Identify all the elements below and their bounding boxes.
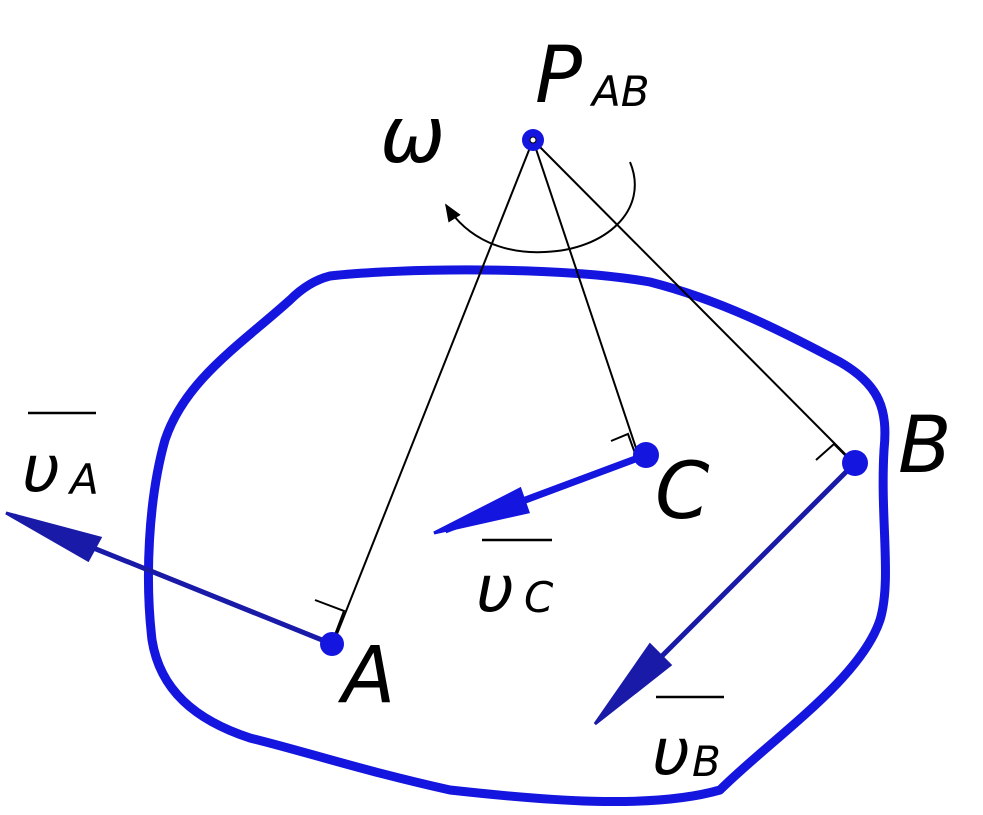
velocity-arrowhead-A	[5, 511, 103, 563]
point-B	[842, 450, 868, 476]
velocity-arrowhead-B	[593, 642, 673, 726]
point-C-label: C	[655, 447, 710, 537]
line-pole-to-C	[532, 139, 637, 449]
point-A	[320, 632, 344, 656]
line-pole-to-B	[532, 139, 852, 461]
velocity-C-subscript: C	[524, 573, 554, 622]
omega-label: ω	[380, 91, 445, 181]
point-pole-inner	[529, 136, 537, 144]
right-angle-mark-C	[610, 432, 637, 457]
velocity-B-subscript: B	[692, 737, 721, 786]
omega-rotation-arc	[445, 161, 636, 254]
rigid-body-outline	[143, 265, 890, 807]
velocity-B-symbol: υ	[652, 714, 690, 791]
point-B-label: B	[898, 401, 952, 491]
point-A-label: A	[337, 631, 395, 721]
right-angle-mark-A	[314, 599, 346, 641]
velocity-C-symbol: υ	[476, 551, 514, 628]
velocity-arrowhead-C	[433, 486, 530, 535]
velocity-A-subscript: A	[67, 455, 99, 504]
pole-label: P	[535, 31, 582, 121]
line-pole-to-A	[332, 139, 534, 645]
point-C	[633, 442, 659, 468]
pole-subscript: AB	[589, 67, 650, 116]
velocity-A-symbol: υ	[22, 431, 60, 508]
